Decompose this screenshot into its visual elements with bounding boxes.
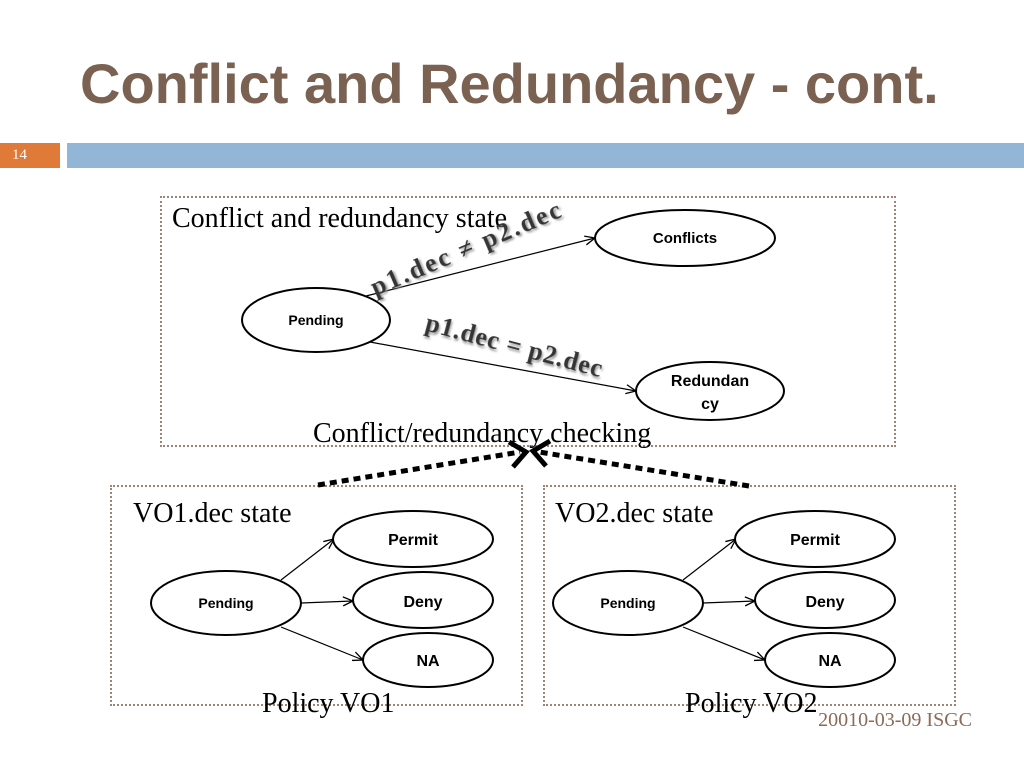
- vo1-node-deny: [352, 571, 494, 629]
- vo2-to-checking-dotted-line: [538, 449, 750, 489]
- vo1-node-permit: [332, 510, 494, 568]
- vo2-label-deny: Deny: [805, 594, 844, 611]
- header-accent-bar: [67, 143, 1024, 168]
- vo1-heading: VO1.dec state: [133, 498, 292, 529]
- slide-title: Conflict and Redundancy - cont.: [80, 52, 939, 115]
- vo2-node-permit: [734, 510, 896, 568]
- vo1-policy-panel: [110, 485, 523, 706]
- vo2-node-na: [764, 632, 896, 688]
- vo1-to-checking-arrowhead: [507, 439, 530, 469]
- vo1-caption: Policy VO1: [262, 688, 395, 719]
- vo1-to-checking-dotted-line: [317, 449, 521, 488]
- arrow-pending-to-redundancy: [369, 341, 636, 391]
- vo1-arrow-pending-to-na: [280, 626, 363, 660]
- vo2-policy-panel: [543, 485, 956, 706]
- vo2-label-na: NA: [818, 653, 842, 670]
- state-label-redundancy-line2: cy: [701, 396, 719, 413]
- state-label-conflicts: Conflicts: [653, 230, 717, 247]
- vo1-label-pending: Pending: [198, 595, 253, 611]
- arrow-pending-to-conflicts: [365, 238, 595, 297]
- checking-feed-arrows: [317, 438, 750, 489]
- slide-footer: 20010-03-09 ISGC: [818, 709, 972, 731]
- vo2-node-deny: [754, 571, 896, 629]
- vo2-state-diagram: Pending Permit Deny NA: [552, 510, 896, 688]
- conflict-redundancy-panel: [160, 196, 896, 447]
- vo1-node-na: [362, 632, 494, 688]
- vo1-label-permit: Permit: [388, 532, 438, 549]
- state-node-pending: [241, 287, 391, 353]
- vo2-caption: Policy VO2: [685, 688, 818, 719]
- conflict-redundancy-diagram: Pending Conflicts Redundan cy p1.dec ≠ p…: [241, 195, 785, 421]
- vo1-label-na: NA: [416, 653, 440, 670]
- conflict-redundancy-heading: Conflict and redundancy state: [172, 203, 508, 234]
- slide-number: 14: [12, 147, 27, 163]
- state-label-redundancy-line1: Redundan: [671, 373, 749, 390]
- vo1-arrow-pending-to-deny: [300, 601, 353, 603]
- vo2-node-pending: [552, 570, 704, 636]
- state-label-pending: Pending: [288, 312, 343, 328]
- transition-label-redundancy: p1.dec = p2.dec: [422, 308, 605, 383]
- vo2-label-pending: Pending: [600, 595, 655, 611]
- vo2-to-checking-arrowhead: [529, 438, 552, 468]
- vo2-arrow-pending-to-deny: [702, 601, 755, 603]
- vo2-heading: VO2.dec state: [555, 498, 714, 529]
- vo2-arrow-pending-to-na: [682, 626, 765, 660]
- vo1-arrow-pending-to-permit: [280, 539, 334, 581]
- vo1-state-diagram: Pending Permit Deny NA: [150, 510, 494, 688]
- transition-label-conflict: p1.dec ≠ p2.dec: [366, 195, 565, 301]
- conflict-redundancy-caption: Conflict/redundancy checking: [313, 418, 652, 449]
- vo1-label-deny: Deny: [403, 594, 442, 611]
- vo1-node-pending: [150, 570, 302, 636]
- state-node-redundancy: [635, 361, 785, 421]
- slide-number-badge: 14: [0, 143, 60, 168]
- state-node-conflicts: [594, 209, 776, 267]
- vo2-label-permit: Permit: [790, 532, 840, 549]
- vo2-arrow-pending-to-permit: [682, 539, 736, 581]
